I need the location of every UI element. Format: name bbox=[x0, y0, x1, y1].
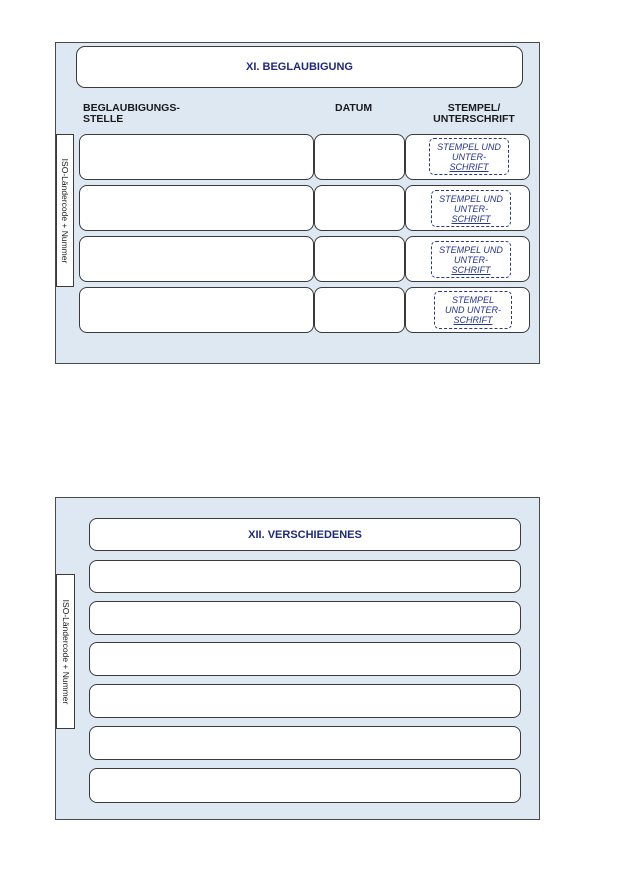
country-code-tab: ISO-Ländercode + Nummer bbox=[56, 574, 75, 729]
stempel-field-2[interactable]: STEMPEL UND UNTER- SCHRIFT bbox=[405, 185, 530, 231]
stamp-placeholder-3: STEMPEL UND UNTER- SCHRIFT bbox=[431, 241, 511, 278]
beglaubigungsstelle-field-3[interactable] bbox=[79, 236, 314, 282]
stamp-placeholder-4: STEMPEL UND UNTER- SCHRIFT bbox=[434, 291, 512, 329]
stamp-placeholder-1: STEMPEL UND UNTER- SCHRIFT bbox=[429, 138, 509, 175]
stempel-field-3[interactable]: STEMPEL UND UNTER- SCHRIFT bbox=[405, 236, 530, 282]
beglaubigung-title-text: XI. BEGLAUBIGUNG bbox=[246, 61, 353, 73]
verschiedenes-title: XII. VERSCHIEDENES bbox=[89, 518, 521, 551]
stamp-placeholder-2: STEMPEL UND UNTER- SCHRIFT bbox=[431, 190, 511, 227]
beglaubigung-title: XI. BEGLAUBIGUNG bbox=[76, 46, 523, 88]
country-code-tab: ISO-Ländercode + Nummer bbox=[56, 134, 74, 287]
datum-field-4[interactable] bbox=[314, 287, 405, 333]
verschiedenes-field-6[interactable] bbox=[89, 768, 521, 803]
beglaubigungsstelle-field-4[interactable] bbox=[79, 287, 314, 333]
beglaubigung-panel: XI. BEGLAUBIGUNG BEGLAUBIGUNGS- STELLE D… bbox=[55, 42, 540, 364]
verschiedenes-field-5[interactable] bbox=[89, 726, 521, 760]
verschiedenes-field-4[interactable] bbox=[89, 684, 521, 718]
datum-field-2[interactable] bbox=[314, 185, 405, 231]
verschiedenes-panel: XII. VERSCHIEDENES ISO-Ländercode + Numm… bbox=[55, 497, 540, 820]
column-header-datum: DATUM bbox=[335, 102, 373, 114]
stempel-field-4[interactable]: STEMPEL UND UNTER- SCHRIFT bbox=[405, 287, 530, 333]
column-header-stelle: BEGLAUBIGUNGS- STELLE bbox=[83, 102, 180, 125]
column-header-stempel: STEMPEL/ UNTERSCHRIFT bbox=[433, 102, 515, 125]
beglaubigungsstelle-field-2[interactable] bbox=[79, 185, 314, 231]
stempel-field-1[interactable]: STEMPEL UND UNTER- SCHRIFT bbox=[405, 134, 530, 180]
verschiedenes-field-3[interactable] bbox=[89, 642, 521, 676]
datum-field-1[interactable] bbox=[314, 134, 405, 180]
datum-field-3[interactable] bbox=[314, 236, 405, 282]
verschiedenes-field-2[interactable] bbox=[89, 601, 521, 635]
verschiedenes-field-1[interactable] bbox=[89, 560, 521, 593]
beglaubigungsstelle-field-1[interactable] bbox=[79, 134, 314, 180]
verschiedenes-title-text: XII. VERSCHIEDENES bbox=[248, 528, 362, 541]
